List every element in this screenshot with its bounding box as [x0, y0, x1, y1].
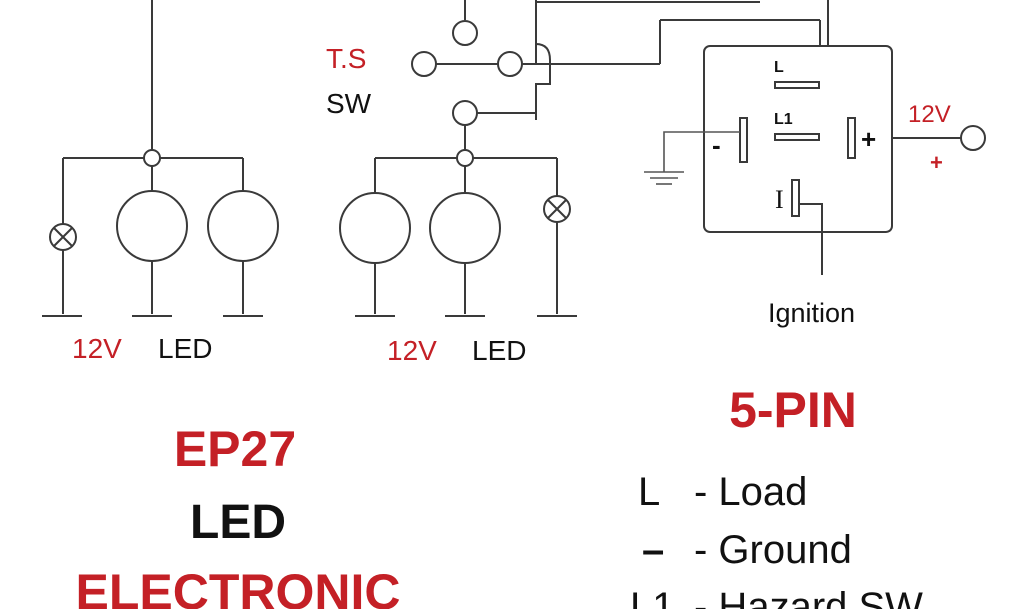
- pin-plus-label: +: [861, 124, 876, 154]
- legend-symbol-load: L: [638, 470, 660, 514]
- legend-desc-load: - Load: [694, 470, 807, 514]
- left-type-label: LED: [158, 333, 212, 364]
- pin-L1-label: L1: [774, 111, 793, 128]
- legend-desc-ground: - Ground: [694, 528, 852, 572]
- pin-plus-blade: [847, 117, 856, 159]
- pin-L1-blade: [774, 133, 820, 141]
- title-line-kind: ELECTRONIC: [76, 564, 401, 609]
- ignition-label: Ignition: [768, 298, 855, 328]
- legend-desc-hazard: - Hazard SW: [694, 585, 923, 609]
- right-lamp1-circle: [339, 192, 411, 264]
- legend-symbol-hazard: L1: [630, 585, 675, 609]
- title-line-model: EP27: [174, 421, 296, 477]
- right-lamp-group: 12V LED: [339, 120, 577, 366]
- switch-input-node: [411, 51, 437, 77]
- ground-wire: [663, 131, 740, 172]
- ground-icon: [644, 171, 684, 185]
- switch-common-node: [497, 51, 523, 77]
- product-title: EP27 LED ELECTRONIC: [76, 421, 401, 609]
- pin-minus-blade: [739, 117, 748, 163]
- supply-voltage-label: 12V: [908, 101, 951, 128]
- right-junction-node: [456, 149, 474, 167]
- flasher-relay: L L1 - + I Ignition 12V +: [644, 45, 986, 328]
- left-lamp2-circle: [207, 190, 279, 262]
- right-type-label: LED: [472, 335, 526, 366]
- right-lamp2-circle: [429, 192, 501, 264]
- left-indicator-lamp-icon: [49, 223, 77, 251]
- title-line-type: LED: [190, 496, 286, 549]
- pin-I-label: I: [775, 185, 784, 214]
- legend-symbol-ground: –: [642, 528, 664, 572]
- pin-legend: 5-PIN L - Load – - Ground L1 - Hazard SW: [630, 382, 923, 609]
- switch-label-ts: T.S: [326, 43, 366, 74]
- right-voltage-label: 12V: [387, 335, 437, 366]
- switch-right-contact-node: [452, 100, 478, 126]
- pin-I-blade: [791, 179, 800, 217]
- right-indicator-lamp-icon: [543, 195, 571, 223]
- pin-L-label: L: [774, 59, 784, 76]
- switch-label-sw: SW: [326, 88, 372, 119]
- left-voltage-label: 12V: [72, 333, 122, 364]
- left-lamp-group: 12V LED: [42, 0, 279, 364]
- ignition-wire: [799, 203, 823, 275]
- pin-L-blade: [774, 81, 820, 89]
- switch-left-contact-node: [452, 20, 478, 46]
- supply-terminal-node: [960, 125, 986, 151]
- switch-crossover-wire: [535, 42, 551, 120]
- left-lamp1-circle: [116, 190, 188, 262]
- pin-minus-label: -: [712, 130, 721, 160]
- left-junction-node: [143, 149, 161, 167]
- supply-polarity-label: +: [930, 150, 943, 175]
- pin-count-heading: 5-PIN: [729, 382, 857, 438]
- turn-signal-switch: T.S SW: [326, 0, 829, 130]
